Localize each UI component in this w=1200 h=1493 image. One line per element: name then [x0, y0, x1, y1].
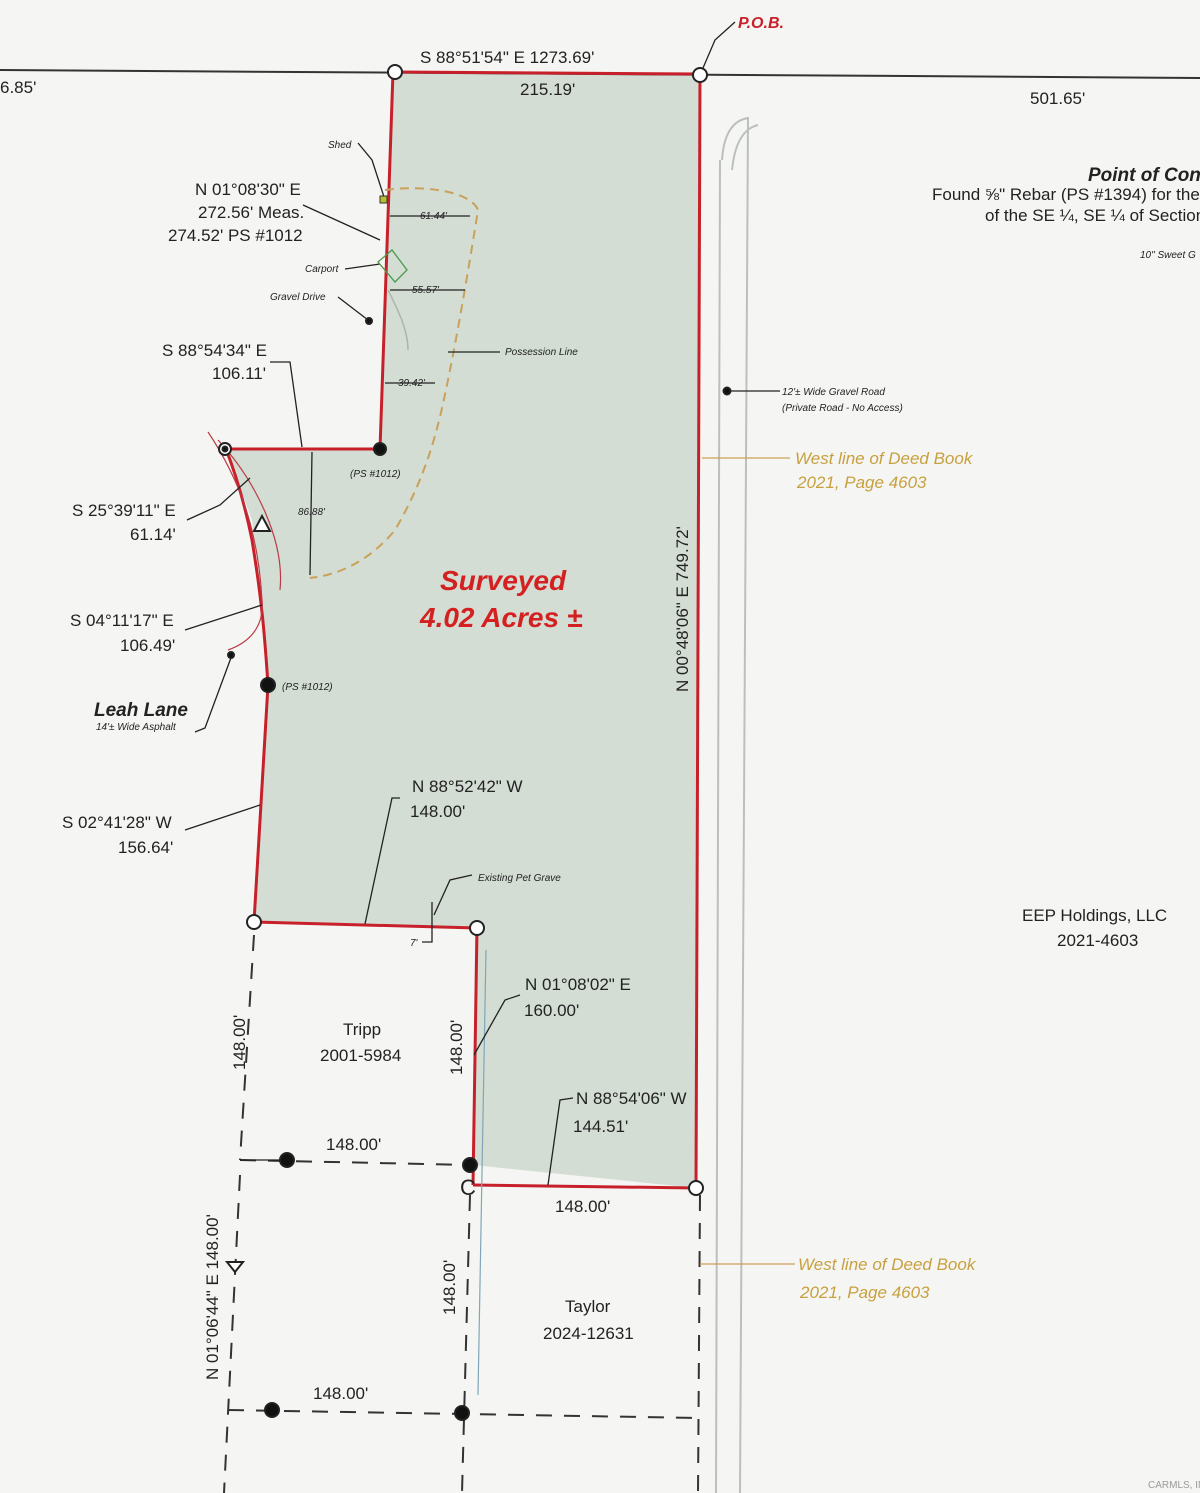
south-line-dist: 148.00'	[555, 1197, 610, 1216]
west-top-bearing: N 01°08'30" E	[195, 180, 301, 199]
possession-line-label: Possession Line	[505, 347, 578, 358]
call4-dist: 156.64'	[118, 838, 173, 857]
call1-bearing: S 88°54'34" E	[162, 341, 267, 360]
call7-dist: 144.51'	[573, 1117, 628, 1136]
corner-open-sw	[246, 914, 262, 930]
call6-dist: 160.00'	[524, 1001, 579, 1020]
carport-label: Carport	[305, 264, 340, 275]
call2-dist: 61.14'	[130, 525, 176, 544]
call3-bearing: S 04°11'17" E	[70, 611, 174, 630]
iron-pin-1	[373, 442, 387, 456]
parcel-boundary	[224, 70, 702, 1190]
deed-lower-line2: 2021, Page 4603	[799, 1283, 930, 1302]
east-line-call: N 00°48'06" E 749.72'	[673, 526, 692, 692]
north-bearing: S 88°51'54" E 1273.69'	[420, 48, 594, 67]
leader-lines	[184, 21, 795, 1265]
grave-label: Existing Pet Grave	[478, 873, 561, 884]
gravel-road-line1: 12'± Wide Gravel Road	[782, 387, 885, 398]
tripp-left-dist: 148.00'	[230, 1015, 249, 1070]
tripp-name: Tripp	[343, 1020, 381, 1039]
monuments	[218, 64, 732, 1421]
deed-upper-line1: West line of Deed Book	[795, 449, 974, 468]
corner-open-pob	[692, 67, 708, 83]
corner-open-grave	[469, 920, 485, 936]
west-top-ps: 274.52' PS #1012	[168, 226, 303, 245]
gravel-drive-label: Gravel Drive	[270, 292, 326, 303]
tripp-ref: 2001-5984	[320, 1046, 401, 1065]
commencement-title: Point of Con	[1088, 165, 1200, 186]
deed-upper-line2: 2021, Page 4603	[796, 473, 927, 492]
leah-lane-edges	[207, 431, 282, 651]
surveyed-parcel	[226, 72, 700, 1188]
iron-pin-3	[279, 1152, 295, 1168]
corner-open-nw	[387, 64, 403, 80]
gravel-road	[715, 116, 759, 1493]
road-pin	[722, 386, 732, 396]
gravel-drive-pin	[365, 317, 373, 325]
tripp-width: 148.00'	[326, 1135, 381, 1154]
dim-61: 61.44'	[420, 211, 448, 222]
ps1012-b: (PS #1012)	[282, 682, 333, 693]
deed-lower-line1: West line of Deed Book	[798, 1255, 977, 1274]
triangle-marker-2	[224, 1261, 246, 1274]
pob-label: P.O.B.	[738, 15, 784, 32]
taylor-ref: 2024-12631	[543, 1324, 634, 1343]
leah-lane-desc: 14'± Wide Asphalt	[96, 722, 177, 733]
taylor-left-dist: 148.00'	[440, 1260, 459, 1315]
north-dist: 215.19'	[520, 80, 575, 99]
iron-pin-6	[454, 1405, 470, 1421]
fence-line	[477, 949, 487, 1396]
call1-dist: 106.11'	[212, 364, 266, 383]
tripp-right-dist: 148.00'	[447, 1020, 466, 1075]
west-lower-call: N 01°06'44" E 148.00'	[203, 1214, 222, 1380]
taylor-name: Taylor	[565, 1297, 611, 1316]
commencement-line2: of the SE ¼, SE ¼ of Section	[985, 206, 1200, 225]
carport-outline	[377, 249, 408, 283]
gravel-drive-outline	[387, 289, 409, 351]
left-section-dist: 6.85'	[0, 78, 36, 97]
eep-ref: 2021-4603	[1057, 931, 1138, 950]
acreage: 4.02 Acres ±	[419, 602, 583, 633]
call5-dist: 148.00'	[410, 802, 465, 821]
shed-label: Shed	[328, 140, 352, 151]
ps1012-a: (PS #1012)	[350, 469, 401, 480]
shed-marker	[379, 195, 388, 204]
call6-bearing: N 01°08'02" E	[525, 975, 631, 994]
commencement-line1: Found ⅝" Rebar (PS #1394) for the N	[932, 185, 1200, 204]
call5-bearing: N 88°52'42" W	[412, 777, 523, 796]
leah-lane-pin	[227, 651, 235, 659]
watermark: CARMLS, INC	[1148, 1480, 1200, 1491]
eep-name: EEP Holdings, LLC	[1022, 906, 1167, 925]
call4-bearing: S 02°41'28" W	[62, 813, 172, 832]
corner-open-se	[688, 1180, 704, 1196]
commencement-line3: 10" Sweet G	[1140, 250, 1196, 261]
bottom-lot-dist: 148.00'	[313, 1384, 368, 1403]
surveyed-title: Surveyed	[440, 565, 567, 596]
iron-pin-4	[462, 1157, 478, 1173]
call7-bearing: N 88°54'06" W	[576, 1089, 687, 1108]
right-section-dist: 501.65'	[1030, 89, 1085, 108]
call2-bearing: S 25°39'11" E	[72, 501, 176, 520]
gravel-road-line2: (Private Road - No Access)	[782, 403, 903, 414]
dim-55: 55.57'	[412, 285, 440, 296]
grave-dist: 7'	[410, 938, 419, 949]
dim-39: 39.42'	[398, 378, 426, 389]
cable-c-mark: C	[460, 1175, 476, 1200]
triangle-marker-1	[252, 513, 272, 532]
west-top-meas: 272.56' Meas.	[198, 203, 304, 222]
iron-pin-5	[264, 1402, 280, 1418]
iron-pin-2	[260, 677, 276, 693]
possession-line	[309, 187, 480, 579]
leah-lane-name: Leah Lane	[94, 700, 188, 721]
call3-dist: 106.49'	[120, 636, 175, 655]
dim-86: 86.88'	[298, 507, 326, 518]
